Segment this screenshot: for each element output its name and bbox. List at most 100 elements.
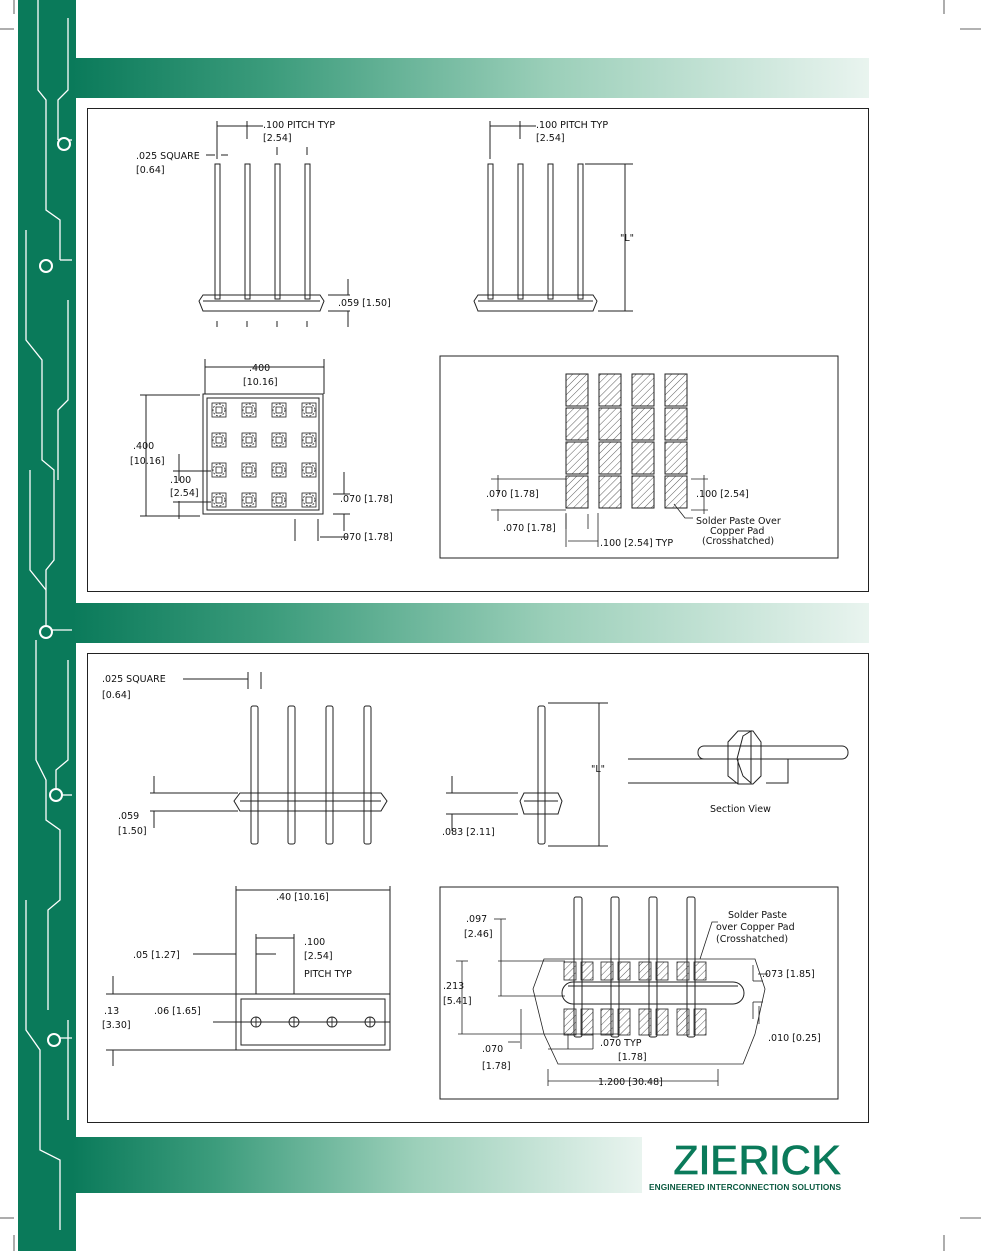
solder-pad xyxy=(600,961,614,981)
solder-pad xyxy=(563,1008,577,1036)
solder-pad xyxy=(598,475,622,509)
solder-pad xyxy=(676,961,690,981)
solder-pad xyxy=(655,1008,669,1036)
solder-note: Copper Pad xyxy=(710,526,764,537)
dim-label: .097 xyxy=(466,914,487,925)
solder-pad xyxy=(565,407,589,441)
pin-socket xyxy=(301,402,317,418)
pin-socket xyxy=(241,462,257,478)
top-view-array xyxy=(140,359,350,541)
base-label: .083 [2.11] xyxy=(442,827,495,838)
side-view-b xyxy=(446,702,608,847)
solder-pad xyxy=(598,407,622,441)
pin-socket xyxy=(301,462,317,478)
offset-right-label: .070 [1.78] xyxy=(340,494,393,505)
pin-socket xyxy=(271,402,287,418)
zierick-wordmark: ZIERICK xyxy=(645,1138,869,1182)
square-mm-label: [0.64] xyxy=(102,690,131,701)
base-mm-label: [1.50] xyxy=(118,826,147,837)
solder-pad xyxy=(631,475,655,509)
base-height-label: .059 [1.50] xyxy=(338,298,391,309)
pin-socket xyxy=(241,492,257,508)
pitch-mm-label: [2.54] xyxy=(304,951,333,962)
width-label: .40 [10.16] xyxy=(276,892,329,903)
square-label: .025 SQUARE xyxy=(102,674,166,685)
solder-pad xyxy=(693,961,707,981)
pcb-layout-2 xyxy=(439,886,839,1100)
section-view xyxy=(628,730,849,785)
dim-label: .213 xyxy=(443,981,464,992)
dim-label: .073 [1.85] xyxy=(762,969,815,980)
pin-socket xyxy=(241,432,257,448)
height-mm-label: [3.30] xyxy=(102,1020,131,1031)
solder-note: (Crosshatched) xyxy=(716,934,788,945)
pitch-label: .100 xyxy=(170,475,191,486)
dim-label: .070 xyxy=(482,1044,503,1055)
top-view-pins xyxy=(211,402,317,508)
solder-pad xyxy=(664,373,688,407)
square-mm-label: [0.64] xyxy=(136,165,165,176)
solder-pad xyxy=(580,961,594,981)
solder-pad xyxy=(638,961,652,981)
dim-mm-label: [5.41] xyxy=(443,996,472,1007)
solder-pad xyxy=(565,475,589,509)
solder-pad xyxy=(580,1008,594,1036)
square-label: .025 SQUARE xyxy=(136,151,200,162)
solder-pad xyxy=(664,407,688,441)
section-header-band xyxy=(72,603,869,643)
offset-label: .06 [1.65] xyxy=(154,1006,201,1017)
dim-mm-label: [1.78] xyxy=(618,1052,647,1063)
length-label: "L" xyxy=(591,764,605,775)
section-header-band xyxy=(72,58,869,98)
pin-socket xyxy=(241,402,257,418)
solder-pad xyxy=(664,475,688,509)
pin-socket xyxy=(211,462,227,478)
solder-pad xyxy=(565,441,589,475)
pitch-label: .100 PITCH TYP xyxy=(263,120,335,131)
solder-pad xyxy=(598,441,622,475)
top-view-strip xyxy=(106,886,391,1066)
solder-note: Solder Paste xyxy=(728,910,787,921)
side-view-a xyxy=(198,121,350,327)
solder-pad xyxy=(617,961,631,981)
pin-socket xyxy=(301,432,317,448)
solder-pad xyxy=(617,1008,631,1036)
pad-dim-bottom-label: .070 [1.78] xyxy=(503,523,556,534)
hole xyxy=(326,1016,338,1028)
solder-pad xyxy=(598,373,622,407)
solder-note: over Copper Pad xyxy=(716,922,795,933)
offset-bottom-label: .070 [1.78] xyxy=(340,532,393,543)
dim-label: .010 [0.25] xyxy=(768,1033,821,1044)
width-label: .400 xyxy=(249,363,270,374)
side-view-a xyxy=(150,672,388,845)
pitch-mm-label: [2.54] xyxy=(536,133,565,144)
logo-name-text: ZIERICK xyxy=(673,1138,843,1182)
dim-label: .070 TYP xyxy=(600,1038,642,1049)
header-drawing-single-row: .025 SQUARE [0.64] .059 [1.50] "L" .083 … xyxy=(102,672,849,1100)
solder-note: Solder Paste Over xyxy=(696,516,781,527)
logo-tagline: ENGINEERED INTERCONNECTION SOLUTIONS xyxy=(649,1182,842,1192)
solder-pad xyxy=(631,373,655,407)
solder-pad xyxy=(638,1008,652,1036)
solder-pad xyxy=(631,441,655,475)
pad-pitch-label: .100 [2.54] TYP xyxy=(600,538,673,549)
width-mm-label: [10.16] xyxy=(243,377,278,388)
drawing-panel-1: .100 PITCH TYP [2.54] .025 SQUARE [0.64]… xyxy=(87,108,869,592)
pin-socket xyxy=(271,462,287,478)
height-label: .13 xyxy=(104,1006,119,1017)
pad-dim-right-label: .100 [2.54] xyxy=(696,489,749,500)
pin-socket xyxy=(301,492,317,508)
height-mm-label: [10.16] xyxy=(130,456,165,467)
solder-pad xyxy=(563,961,577,981)
hole xyxy=(250,1016,262,1028)
side-view-b xyxy=(473,121,633,312)
solder-note: (Crosshatched) xyxy=(702,536,774,547)
section-view-label: Section View xyxy=(710,804,771,815)
solder-pad xyxy=(664,441,688,475)
pcb-pad-array xyxy=(565,373,688,509)
pin-socket xyxy=(211,492,227,508)
pin-socket xyxy=(211,402,227,418)
pitch-typ-label: PITCH TYP xyxy=(304,969,352,980)
hole xyxy=(364,1016,376,1028)
